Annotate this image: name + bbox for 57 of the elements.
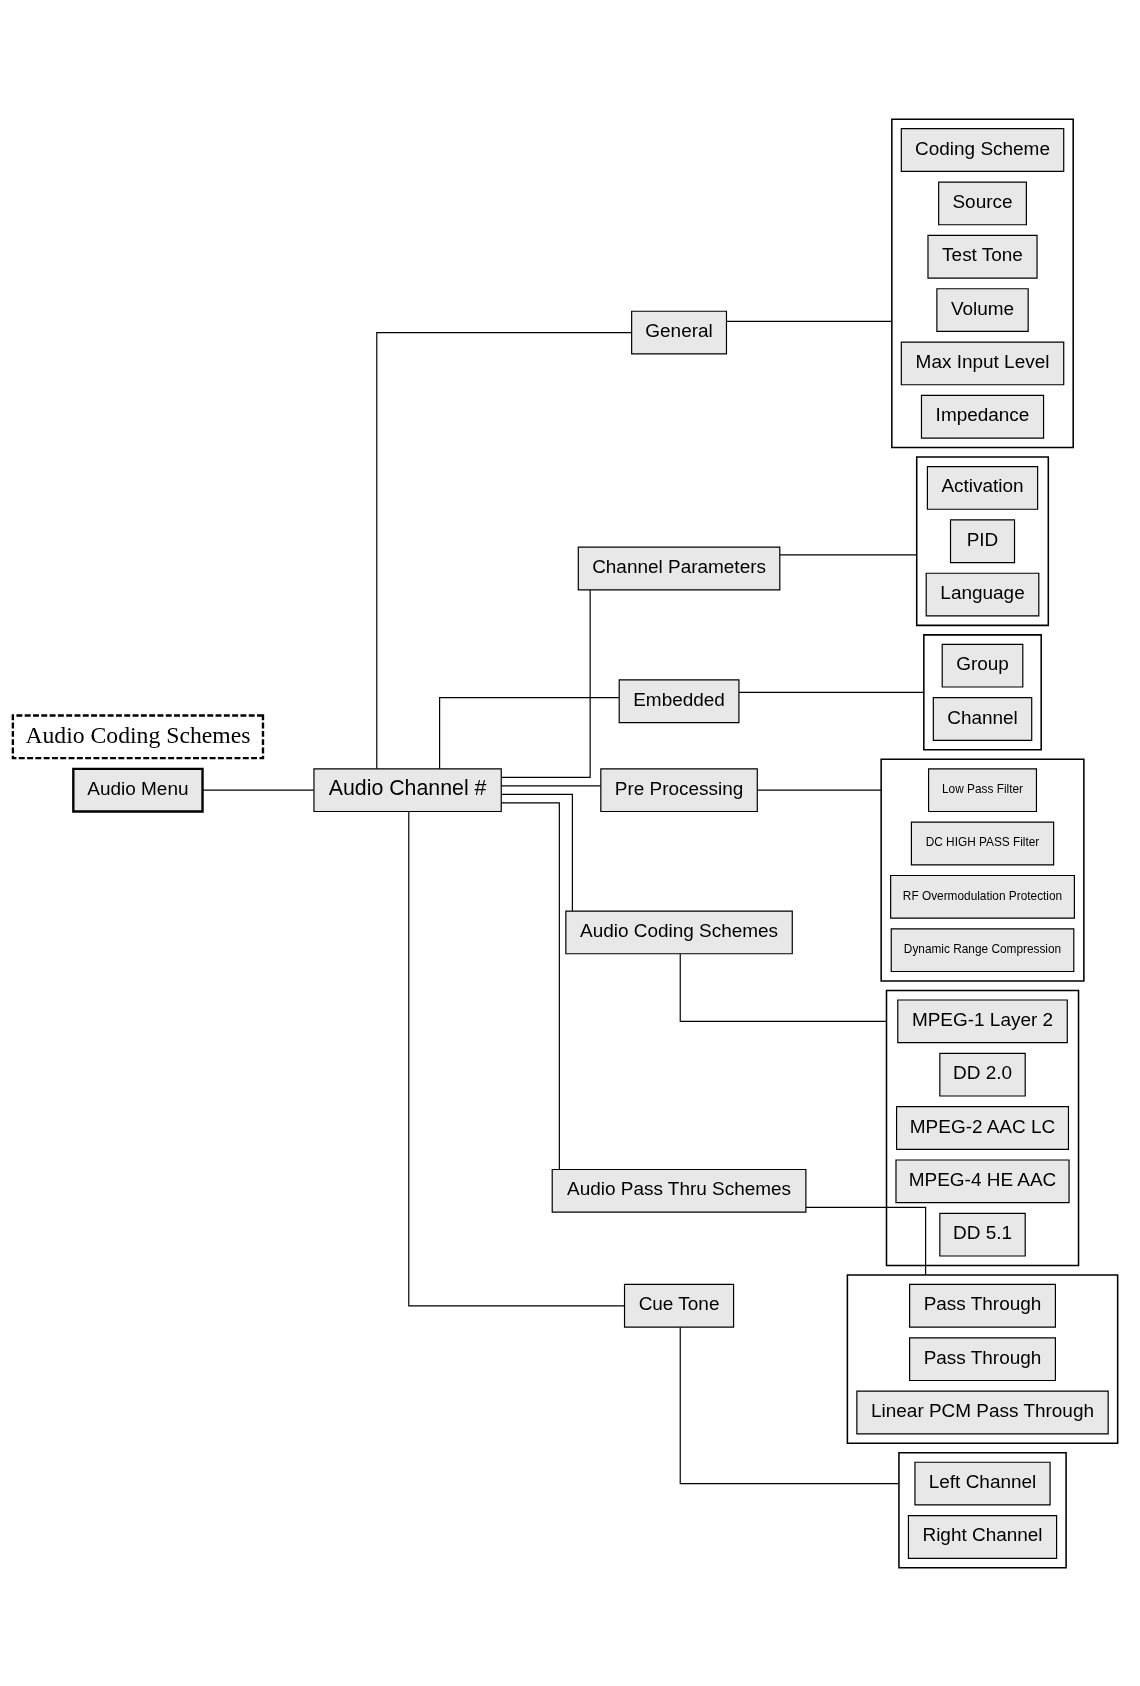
node-box: MPEG-4 HE AAC bbox=[895, 1158, 1070, 1203]
node-box: Pass Through bbox=[909, 1336, 1056, 1381]
node-box: MPEG-2 AAC LC bbox=[896, 1105, 1070, 1150]
connector bbox=[376, 331, 633, 769]
node-box: Audio Menu bbox=[72, 767, 204, 813]
node-box: Pre Processing bbox=[600, 767, 758, 812]
connector bbox=[439, 696, 620, 769]
connector bbox=[779, 553, 918, 555]
connector bbox=[202, 789, 315, 791]
node-box: Channel Parameters bbox=[577, 546, 781, 590]
cluster bbox=[846, 1273, 1119, 1444]
cluster bbox=[885, 989, 1080, 1266]
node-box: General bbox=[631, 310, 728, 355]
connector bbox=[757, 789, 882, 791]
node-box: RF Overmodulation Protection bbox=[890, 874, 1075, 919]
connector bbox=[500, 784, 602, 786]
connector bbox=[805, 1206, 927, 1276]
node-box: Group bbox=[941, 643, 1024, 688]
node-box: Language bbox=[925, 572, 1040, 616]
node-box: Max Input Level bbox=[900, 341, 1065, 385]
connector bbox=[679, 952, 888, 1022]
node-box: Left Channel bbox=[914, 1461, 1051, 1506]
node-box: Audio Pass Thru Schemes bbox=[551, 1168, 807, 1213]
node-box: Pass Through bbox=[909, 1283, 1056, 1328]
node-box: Embedded bbox=[618, 678, 740, 723]
node-box: Channel bbox=[932, 696, 1033, 741]
connector bbox=[500, 801, 560, 1170]
node-box: MPEG-1 Layer 2 bbox=[897, 998, 1068, 1043]
node-box: Linear PCM Pass Through bbox=[856, 1390, 1109, 1434]
node-box: Cue Tone bbox=[623, 1283, 735, 1328]
node-box: Right Channel bbox=[907, 1514, 1058, 1559]
connector bbox=[408, 810, 625, 1306]
connector bbox=[679, 1326, 900, 1484]
cluster bbox=[898, 1451, 1067, 1569]
node-box: Test Tone bbox=[927, 234, 1038, 279]
node-box: Volume bbox=[936, 287, 1029, 332]
node-box: Dynamic Range Compression bbox=[890, 927, 1075, 972]
cluster bbox=[923, 633, 1042, 751]
node-box: Coding Scheme bbox=[900, 127, 1065, 172]
node-box: PID bbox=[949, 518, 1016, 563]
node-box: Audio Coding Schemes bbox=[11, 713, 265, 759]
node-box: Source bbox=[938, 180, 1027, 225]
connector bbox=[500, 793, 573, 911]
connector bbox=[738, 691, 925, 693]
node-box: Impedance bbox=[920, 394, 1045, 439]
cluster bbox=[915, 455, 1050, 626]
node-box: DC HIGH PASS Filter bbox=[910, 821, 1055, 865]
node-box: Activation bbox=[926, 465, 1039, 510]
node-box: Low Pass Filter bbox=[928, 767, 1038, 812]
node-box: Audio Channel # bbox=[313, 767, 502, 812]
node-box: Audio Coding Schemes bbox=[565, 909, 793, 954]
cluster bbox=[891, 117, 1074, 448]
node-box: DD 2.0 bbox=[939, 1052, 1026, 1097]
connector bbox=[726, 320, 893, 322]
connector bbox=[500, 588, 591, 778]
cluster bbox=[880, 758, 1085, 982]
node-box: DD 5.1 bbox=[939, 1212, 1026, 1257]
